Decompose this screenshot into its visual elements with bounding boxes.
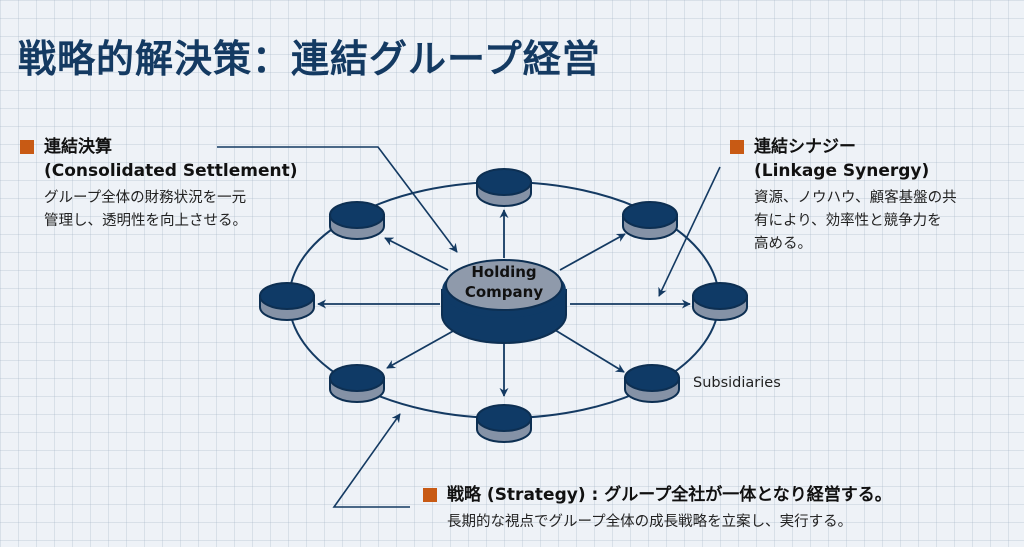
center-label-line-2: Company (464, 283, 544, 301)
note-body: 長期的な視点でグループ全体の成長戦略を立案し、実行する。 (447, 514, 853, 530)
spoke-top-left (384, 237, 449, 271)
page-title: 戦略的解決策：連結グループ経営 (18, 37, 601, 81)
note-body: 資源、ノウハウ、顧客基盤の共 有により、効率性と競争力を 高める。 (754, 187, 1000, 256)
subsidiary-disc (622, 201, 678, 240)
note-heading-en: (Consolidated Settlement) (44, 161, 298, 181)
subsidiary-disc (476, 168, 532, 207)
note-heading-en: (Linkage Synergy) (754, 161, 930, 181)
note-consolidated-settlement: 連結決算 (Consolidated Settlement) グループ全体の財務… (20, 135, 300, 233)
note-heading: 戦略 (Strategy) : グループ全社が一体となり経営する。 (447, 485, 892, 505)
spoke-bottom-right (554, 329, 625, 373)
orange-square-icon (20, 140, 34, 154)
note-body-line: 有により、効率性と競争力を (754, 213, 942, 229)
note-body-line: 資源、ノウハウ、顧客基盤の共 (754, 190, 957, 206)
subsidiaries-label: Subsidiaries (693, 375, 781, 391)
subsidiary-disc (329, 364, 385, 403)
subsidiary-disc (329, 201, 385, 240)
subsidiary-disc (624, 364, 680, 403)
note-strategy: 戦略 (Strategy) : グループ全社が一体となり経営する。 長期的な視点… (423, 483, 1013, 534)
spoke-top-right (559, 233, 626, 271)
note-heading: 連結決算 (44, 137, 112, 157)
subsidiary-disc (692, 282, 748, 321)
spokes (317, 209, 691, 397)
note-body-line: グループ全体の財務状況を一元 (44, 190, 247, 206)
spoke-bottom-left (386, 329, 456, 369)
holding-company-label: Holding Company (444, 262, 564, 302)
center-label-line-1: Holding (471, 263, 537, 281)
callout-connector-right (658, 166, 721, 297)
orange-square-icon (730, 140, 744, 154)
orange-square-icon (423, 488, 437, 502)
note-body-line: 高める。 (754, 236, 812, 252)
note-linkage-synergy: 連結シナジー (Linkage Synergy) 資源、ノウハウ、顧客基盤の共 … (730, 135, 1000, 256)
holding-company-disc (441, 259, 567, 344)
note-body-line: 管理し、透明性を向上させる。 (44, 213, 247, 229)
callout-connector-left (217, 146, 458, 253)
note-heading: 連結シナジー (754, 137, 856, 157)
callout-connector-bottom (332, 413, 410, 508)
subsidiary-disc (259, 282, 315, 321)
note-body: グループ全体の財務状況を一元 管理し、透明性を向上させる。 (44, 187, 300, 233)
subsidiary-disc (476, 404, 532, 443)
